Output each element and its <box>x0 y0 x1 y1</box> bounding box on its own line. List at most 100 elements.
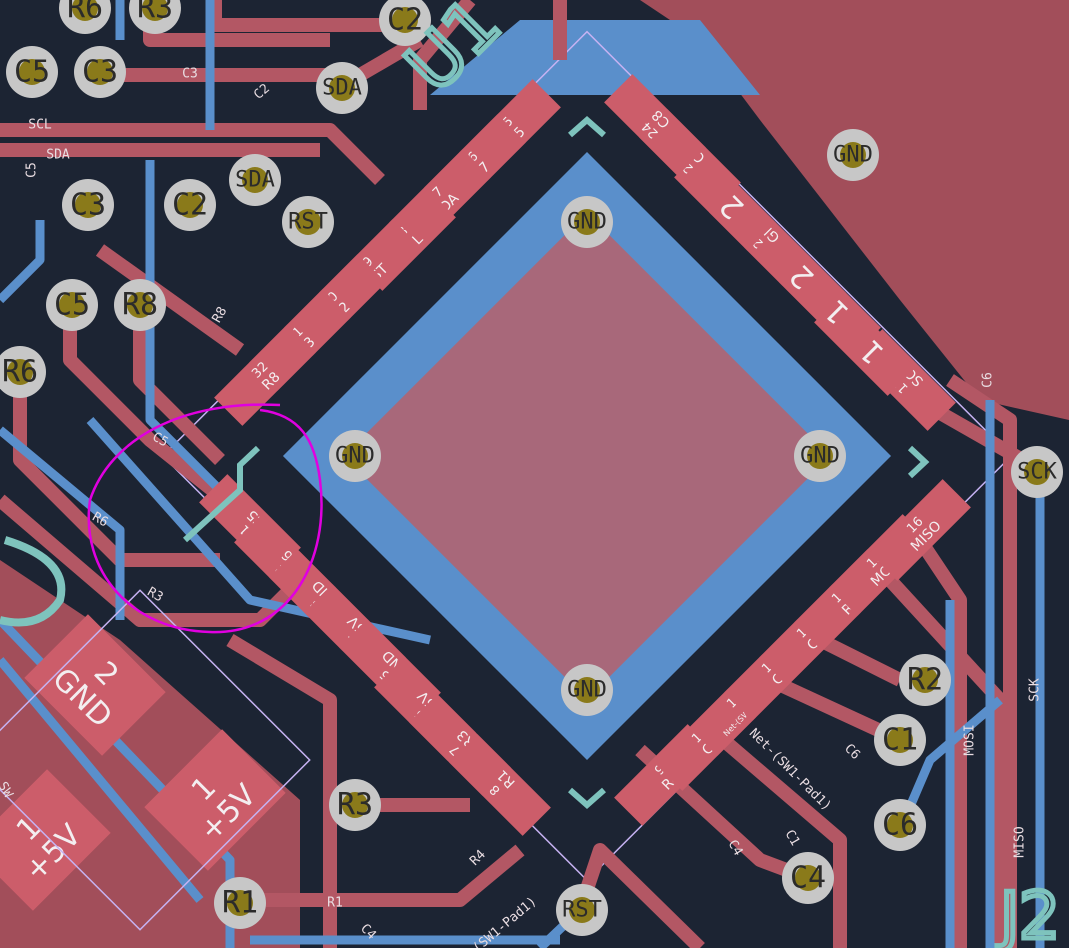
track-net-label: R1 <box>327 896 343 911</box>
via-r3[interactable]: R3 <box>329 779 381 831</box>
via-hole <box>7 359 33 385</box>
front-copper-track <box>695 714 847 948</box>
via-c6[interactable]: C6 <box>874 799 926 851</box>
via-label: R6 <box>2 355 38 390</box>
via-label: C5 <box>54 288 90 323</box>
track-net-label: SCK <box>1028 678 1043 702</box>
track-net-label: C3 <box>182 67 198 82</box>
via-label: C1 <box>882 723 918 758</box>
pad-shape <box>24 614 166 756</box>
front-copper-zone <box>640 0 1069 420</box>
via-hole <box>574 677 600 703</box>
via-label: GND <box>567 210 607 235</box>
via-c4[interactable]: C4 <box>782 852 834 904</box>
via-gnd[interactable]: GND <box>329 430 381 482</box>
connector-reference: J2 <box>996 880 1060 948</box>
via-hole <box>87 59 113 85</box>
via-r6[interactable]: R6 <box>0 346 46 398</box>
silkscreen-outline <box>0 536 66 627</box>
via-hole <box>887 812 913 838</box>
pin1-marker <box>568 787 606 810</box>
track-net-label: C5 <box>25 162 40 178</box>
via-hole <box>72 0 98 21</box>
front-copper-track <box>914 536 967 948</box>
via-sda[interactable]: SDA <box>229 154 281 206</box>
front-copper-track <box>226 633 337 948</box>
via-c1[interactable]: C1 <box>874 714 926 766</box>
pin1-marker <box>568 115 606 138</box>
via-hole <box>887 727 913 753</box>
via-c5[interactable]: C5 <box>6 46 58 98</box>
via-hole <box>392 7 418 33</box>
via-label: SDA <box>235 168 275 193</box>
via-label: R6 <box>67 0 103 26</box>
via-hole <box>295 209 321 235</box>
track-net-label: C6 <box>841 741 863 763</box>
front-copper-track <box>413 0 476 110</box>
via-gnd[interactable]: GND <box>561 664 613 716</box>
via-label: C5 <box>14 55 50 90</box>
via-gnd[interactable]: GND <box>827 129 879 181</box>
via-c2[interactable]: C2 <box>164 179 216 231</box>
via-label: R1 <box>222 886 258 921</box>
pin1-marker <box>907 445 930 479</box>
via-label: GND <box>335 444 375 469</box>
via-c2[interactable]: C2 <box>379 0 431 46</box>
pad-shape <box>869 479 971 581</box>
via-label: C2 <box>387 3 423 38</box>
pad-shape <box>0 769 111 911</box>
via-hole <box>807 443 833 469</box>
back-copper-track <box>0 657 204 903</box>
track-net-label: SDA <box>46 148 70 163</box>
front-copper-track <box>13 380 220 567</box>
track-net-label: C2 <box>251 81 273 103</box>
via-c5[interactable]: C5 <box>46 279 98 331</box>
front-copper-track <box>0 123 385 185</box>
via-hole <box>795 865 821 891</box>
via-r6[interactable]: R6 <box>59 0 111 34</box>
via-label: R3 <box>137 0 173 26</box>
via-gnd[interactable]: GND <box>794 430 846 482</box>
via-c3[interactable]: C3 <box>74 46 126 98</box>
front-copper-track <box>95 244 245 356</box>
via-label: R3 <box>337 788 373 823</box>
track-net-label: MOSI <box>963 724 978 755</box>
via-sda[interactable]: SDA <box>316 62 368 114</box>
tracks <box>0 0 1045 948</box>
via-label: RST <box>562 898 602 923</box>
front-copper-track <box>208 0 400 32</box>
back-copper-track <box>0 426 125 620</box>
front-copper-track <box>240 844 525 907</box>
track-net-label: R8 <box>210 304 231 325</box>
via-hole <box>342 792 368 818</box>
via-hole <box>574 209 600 235</box>
exposed-pad <box>343 212 831 700</box>
via-r3[interactable]: R3 <box>129 0 181 34</box>
via-label: C6 <box>882 808 918 843</box>
via-r8[interactable]: R8 <box>114 279 166 331</box>
track-net-label: C5 <box>149 430 170 451</box>
via-rst[interactable]: RST <box>282 196 334 248</box>
via-r2[interactable]: R2 <box>899 654 951 706</box>
pad-8[interactable]: 8R1 <box>449 734 551 836</box>
via-gnd[interactable]: GND <box>561 196 613 248</box>
via-rst[interactable]: RST <box>556 884 608 936</box>
track-net-label: R4 <box>467 847 489 869</box>
via-hole <box>569 897 595 923</box>
via-label: GND <box>833 143 873 168</box>
via-r1[interactable]: R1 <box>214 877 266 929</box>
via-hole <box>177 192 203 218</box>
via-hole <box>329 75 355 101</box>
via-sck[interactable]: SCK <box>1011 446 1063 498</box>
track-net-label: R6 <box>89 510 110 531</box>
pad-shape <box>144 729 286 871</box>
track-net-label: MISO <box>1013 826 1028 857</box>
via-label: C3 <box>82 55 118 90</box>
via-c3[interactable]: C3 <box>62 179 114 231</box>
